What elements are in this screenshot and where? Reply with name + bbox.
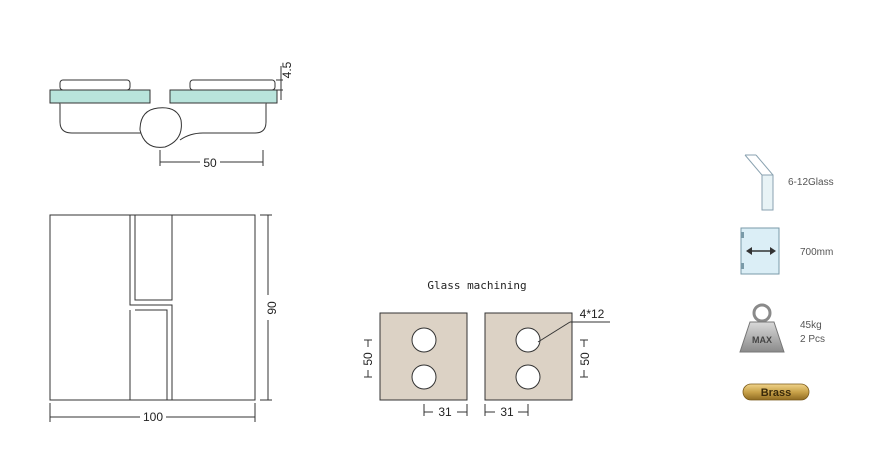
- pivot-offset-label: 50: [203, 156, 217, 170]
- glass-machining-title: Glass machining: [427, 279, 526, 292]
- left-glass-panel: [49, 89, 151, 104]
- glass-thickness-icon: [744, 154, 774, 211]
- left-lower-hole: [411, 364, 437, 390]
- right-vertical-dim-label: 50: [578, 352, 592, 366]
- hinge-front-outline: [49, 214, 256, 401]
- plate-thickness-label: 4.5: [280, 61, 294, 78]
- height-label: 90: [265, 301, 279, 315]
- left-vertical-dim-label: 50: [361, 352, 375, 366]
- right-upper-hole: [515, 327, 541, 353]
- right-lower-hole: [515, 364, 541, 390]
- left-horizontal-dim-label: 31: [438, 405, 452, 419]
- front-view: [49, 214, 272, 422]
- pivot-knuckle: [139, 107, 182, 148]
- weight-icon: [739, 303, 785, 353]
- door-width-label: 700mm: [800, 247, 833, 258]
- left-upper-hole: [411, 327, 437, 353]
- glass-thickness-label: 6-12Glass: [788, 177, 834, 188]
- hole-callout-label: 4*12: [580, 307, 605, 321]
- right-top-plate: [189, 79, 276, 91]
- glass-machining-panels: [364, 312, 610, 416]
- right-glass-panel: [169, 89, 278, 104]
- left-top-plate: [59, 79, 131, 91]
- top-view: [49, 66, 283, 166]
- door-width-icon: [740, 227, 780, 275]
- material-badge: [742, 383, 810, 401]
- weight-label: 45kg: [800, 320, 822, 331]
- hinge-split-line: [129, 215, 173, 400]
- material-label: Brass: [761, 387, 792, 399]
- right-horizontal-dim-label: 31: [500, 405, 514, 419]
- quantity-label: 2 Pcs: [800, 334, 825, 345]
- width-label: 100: [143, 410, 163, 424]
- weight-icon-text: MAX: [752, 335, 772, 345]
